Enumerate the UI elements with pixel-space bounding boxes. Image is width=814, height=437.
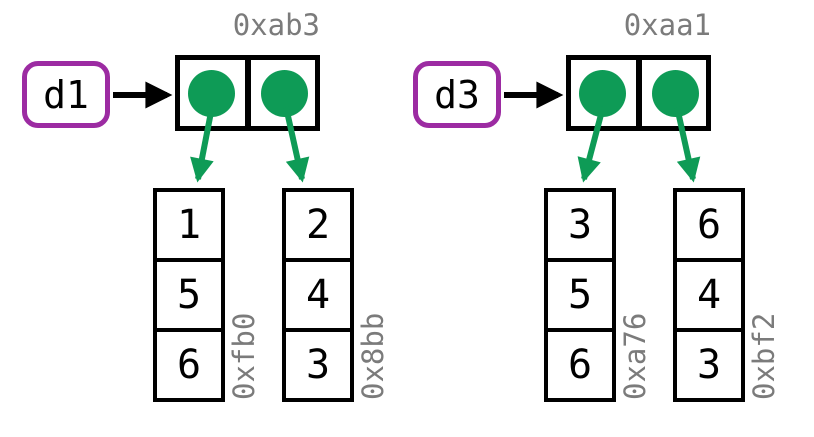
list-cell: 1 [176, 202, 202, 248]
list-cell: 6 [696, 202, 722, 248]
variable-label: d3 [434, 72, 480, 117]
list-box: 6 4 3 [673, 188, 745, 402]
pair-object-box [566, 55, 711, 131]
list-cell: 3 [286, 328, 350, 398]
list-cell: 6 [157, 328, 221, 398]
list-address-label: 0xa76 [618, 312, 652, 400]
list-box: 1 5 6 [153, 188, 225, 402]
list-cell: 3 [567, 202, 593, 248]
list-box: 2 4 3 [282, 188, 354, 402]
list-cell: 4 [677, 258, 741, 328]
object-address-label: 0xaa1 [623, 8, 711, 42]
pair-cell-divider [635, 60, 642, 126]
diagram-group-d1: d1 0xab3 1 5 6 0xfb0 2 4 3 0x8bb [22, 8, 390, 402]
variable-box: d1 [22, 61, 110, 128]
list-address-label: 0xbf2 [747, 312, 781, 400]
list-address-label: 0xfb0 [227, 312, 261, 400]
list-cell: 4 [286, 258, 350, 328]
list-cell: 3 [677, 328, 741, 398]
variable-box: d3 [413, 61, 501, 128]
diagram-group-d3: d3 0xaa1 3 5 6 0xa76 6 4 3 0xbf2 [391, 0, 814, 437]
list-cell: 6 [548, 328, 612, 398]
variable-label: d1 [43, 72, 89, 117]
list-cell: 5 [157, 258, 221, 328]
list-address-label: 0x8bb [356, 312, 390, 400]
list-cell: 5 [548, 258, 612, 328]
list-cell: 2 [305, 202, 331, 248]
object-address-label: 0xab3 [232, 8, 320, 42]
pair-object-box [175, 55, 320, 131]
list-box: 3 5 6 [544, 188, 616, 402]
pair-cell-divider [244, 60, 251, 126]
